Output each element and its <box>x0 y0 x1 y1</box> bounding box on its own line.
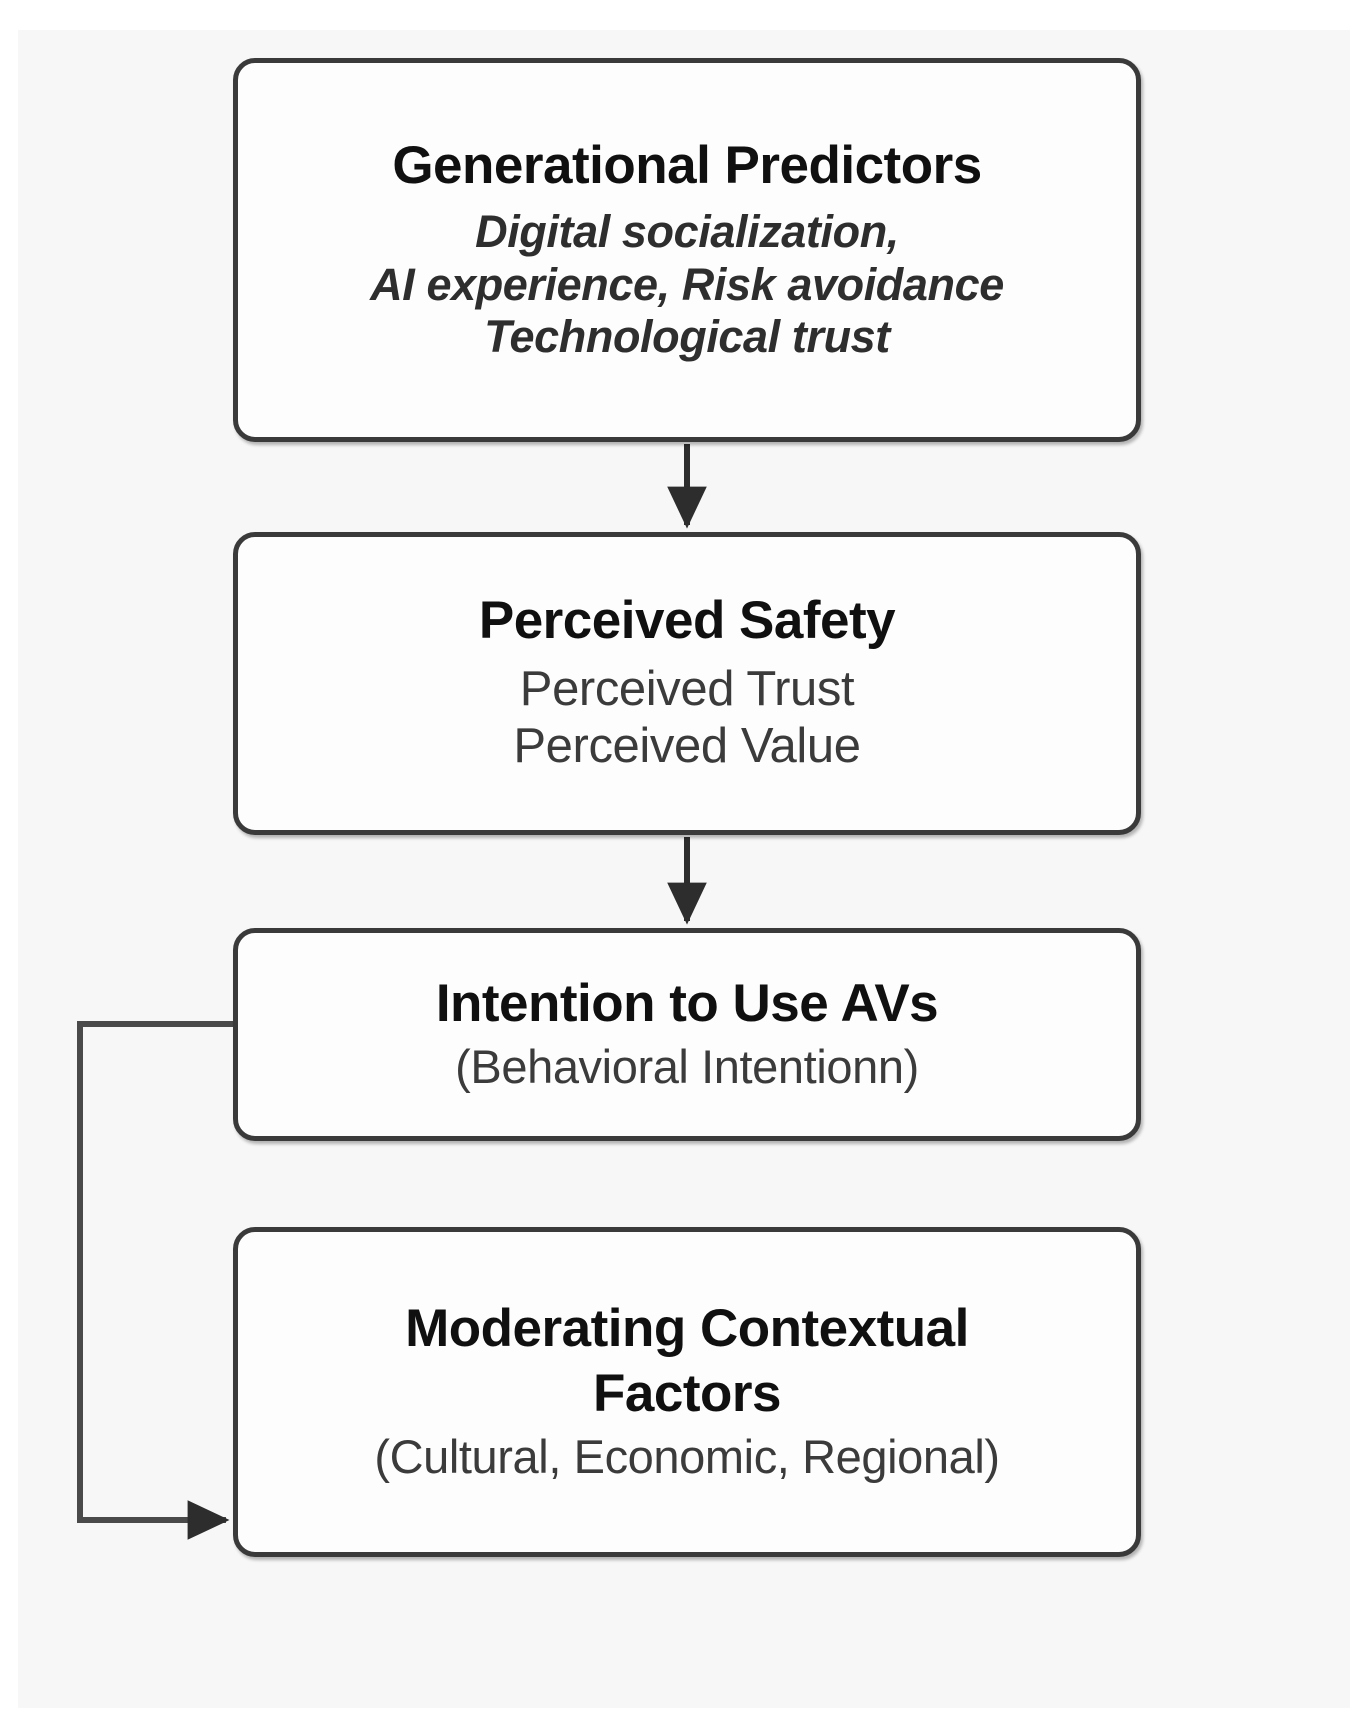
node-intention-to-use-avs-line-1: (Behavioral Intentionn) <box>455 1039 919 1093</box>
node-perceived-safety-title: Perceived Safety <box>478 591 896 651</box>
node-perceived-safety-line-2: Perceived Value <box>513 719 861 774</box>
node-moderating-contextual-factors-title-line-2: Factors <box>593 1363 781 1423</box>
node-generational-predictors-line-3: Technological trust <box>484 310 890 362</box>
node-intention-to-use-avs[interactable]: Intention to Use AVs (Behavioral Intenti… <box>233 928 1141 1141</box>
node-generational-predictors-line-2: AI experience, Risk avoidance <box>370 258 1004 310</box>
node-moderating-contextual-factors-line-1: (Cultural, Economic, Regional) <box>374 1429 1000 1483</box>
node-moderating-contextual-factors[interactable]: Moderating Contextual Factors (Cultural,… <box>233 1227 1141 1557</box>
node-generational-predictors[interactable]: Generational Predictors Digital socializ… <box>233 58 1141 442</box>
node-perceived-safety-line-1: Perceived Trust <box>519 662 855 717</box>
node-intention-to-use-avs-title: Intention to Use AVs <box>435 973 939 1033</box>
node-generational-predictors-title: Generational Predictors <box>392 136 982 196</box>
node-generational-predictors-line-1: Digital socialization, <box>475 206 899 258</box>
node-moderating-contextual-factors-title-line-1: Moderating Contextual <box>405 1298 969 1358</box>
node-perceived-safety[interactable]: Perceived Safety Perceived Trust Perceiv… <box>233 532 1141 835</box>
